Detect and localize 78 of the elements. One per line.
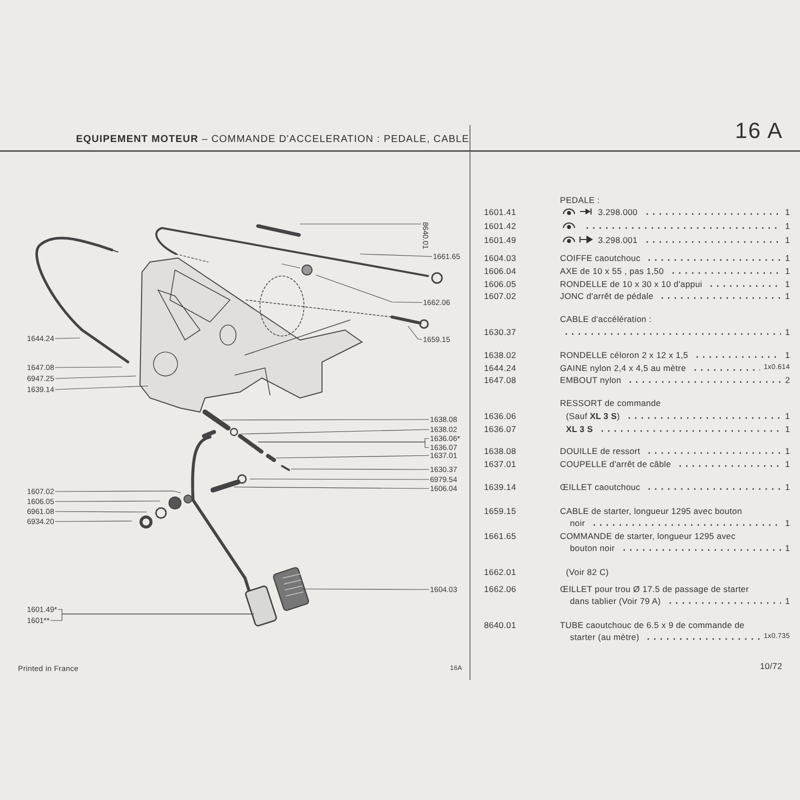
leader-line <box>50 614 254 621</box>
leader-line <box>54 376 136 379</box>
quantity-with-dot-leader: 1 <box>640 206 790 218</box>
quantity-with-dot-leader: 1 <box>643 445 790 457</box>
part-number: 1636.07 <box>484 423 516 435</box>
leader-line <box>54 386 148 390</box>
part-description: 3.298.000 <box>598 206 638 218</box>
leader-line <box>54 500 160 502</box>
part-number: 1601.49 <box>484 234 516 246</box>
part-description: TUBE caoutchouc de 6.5 x 9 de commande de starter (au mètre) <box>560 619 746 643</box>
part-number: 1661.65 <box>484 530 516 542</box>
part-number: 1638.02 <box>484 349 516 361</box>
part-description: RONDELLE céloron 2 x 12 x 1,5 <box>560 349 688 361</box>
leader-line <box>54 490 182 494</box>
leader-line <box>54 366 122 368</box>
leader-line <box>240 429 430 434</box>
part-number: 1639.14 <box>484 481 516 493</box>
part-description: EMBOUT nylon <box>560 374 622 386</box>
part-description: DOUILLE de ressort <box>560 445 640 457</box>
leader-line <box>54 511 148 512</box>
leader-line <box>54 520 132 522</box>
quantity-with-dot-leader: 1 <box>643 252 790 264</box>
quantity-with-dot-leader: 1 <box>705 278 790 290</box>
part-description: AXE de 10 x 55 , pas 1,50 <box>560 265 664 277</box>
part-description: (Voir 82 C) <box>566 566 609 578</box>
part-description: RONDELLE de 10 x 30 x 10 d'appui <box>560 278 702 290</box>
leader-line <box>290 468 430 470</box>
part-number: 1601.41 <box>484 206 516 218</box>
part-description: 3.298.001 <box>598 234 638 246</box>
part-number: 1662.06 <box>484 583 516 595</box>
leader-line <box>408 326 422 340</box>
part-description: GAINE nylon 2,4 x 4,5 au mètre <box>560 362 686 374</box>
part-description: XL 3 S <box>566 423 594 435</box>
part-number: 1607.02 <box>484 290 516 302</box>
leader-line <box>234 486 430 489</box>
leader-line <box>316 274 422 303</box>
section-number: 16 A <box>735 118 784 144</box>
part-number: 1636.06 <box>484 410 516 422</box>
page-date: 10/72 <box>760 660 782 672</box>
quantity-with-dot-leader: 1 <box>596 423 790 435</box>
quantity-with-dot-leader: 1 <box>666 265 790 277</box>
section-heading: CABLE d'accélération : <box>560 313 652 325</box>
section-heading: PEDALE : <box>560 194 600 206</box>
part-description: JONC d'arrêt de pédale <box>560 290 654 302</box>
part-number: 1637.01 <box>484 458 516 470</box>
part-number: 1606.05 <box>484 278 516 290</box>
part-number: 1604.03 <box>484 252 516 264</box>
part-number: 1644.24 <box>484 362 516 374</box>
page-title: EQUIPEMENT MOTEUR – COMMANDE D'ACCELERATION : PEDALE, CABLE <box>76 134 470 145</box>
quantity-with-dot-leader: 1 <box>674 458 790 470</box>
part-number: 8640.01 <box>484 619 516 631</box>
quantity-with-dot-leader: 1 <box>640 234 790 246</box>
quantity-with-dot-leader: 1 <box>560 326 790 338</box>
leader-line <box>302 588 430 590</box>
part-number: 1606.04 <box>484 265 516 277</box>
part-number: 1647.08 <box>484 374 516 386</box>
part-number: 1659.15 <box>484 505 516 517</box>
quantity-with-dot-leader: 1 <box>656 290 790 302</box>
leader-line <box>276 455 430 458</box>
part-number: 1601.42 <box>484 220 516 232</box>
section-heading: RESSORT de commande <box>560 397 661 409</box>
leader-line <box>250 478 430 480</box>
leader-line <box>360 254 432 257</box>
part-description: ŒILLET caoutchouc <box>560 481 640 493</box>
quantity-with-dot-leader: 2 <box>624 374 790 386</box>
part-number: 1662.01 <box>484 566 516 578</box>
quantity-with-dot-leader: 1 <box>643 481 790 493</box>
part-number: 1638.08 <box>484 445 516 457</box>
part-number: 1630.37 <box>484 326 516 338</box>
leader-line <box>258 442 430 448</box>
leader-line <box>54 338 80 339</box>
quantity-with-dot-leader: 1 <box>622 410 790 422</box>
part-description: COIFFE caoutchouc <box>560 252 640 264</box>
leader-line <box>222 419 430 420</box>
part-description: (Sauf XL 3 S) <box>566 410 620 422</box>
quantity-with-dot-leader: 1 <box>581 220 790 232</box>
quantity-with-dot-leader: 1 <box>691 349 790 361</box>
part-description: COUPELLE d'arrêt de câble <box>560 458 672 470</box>
